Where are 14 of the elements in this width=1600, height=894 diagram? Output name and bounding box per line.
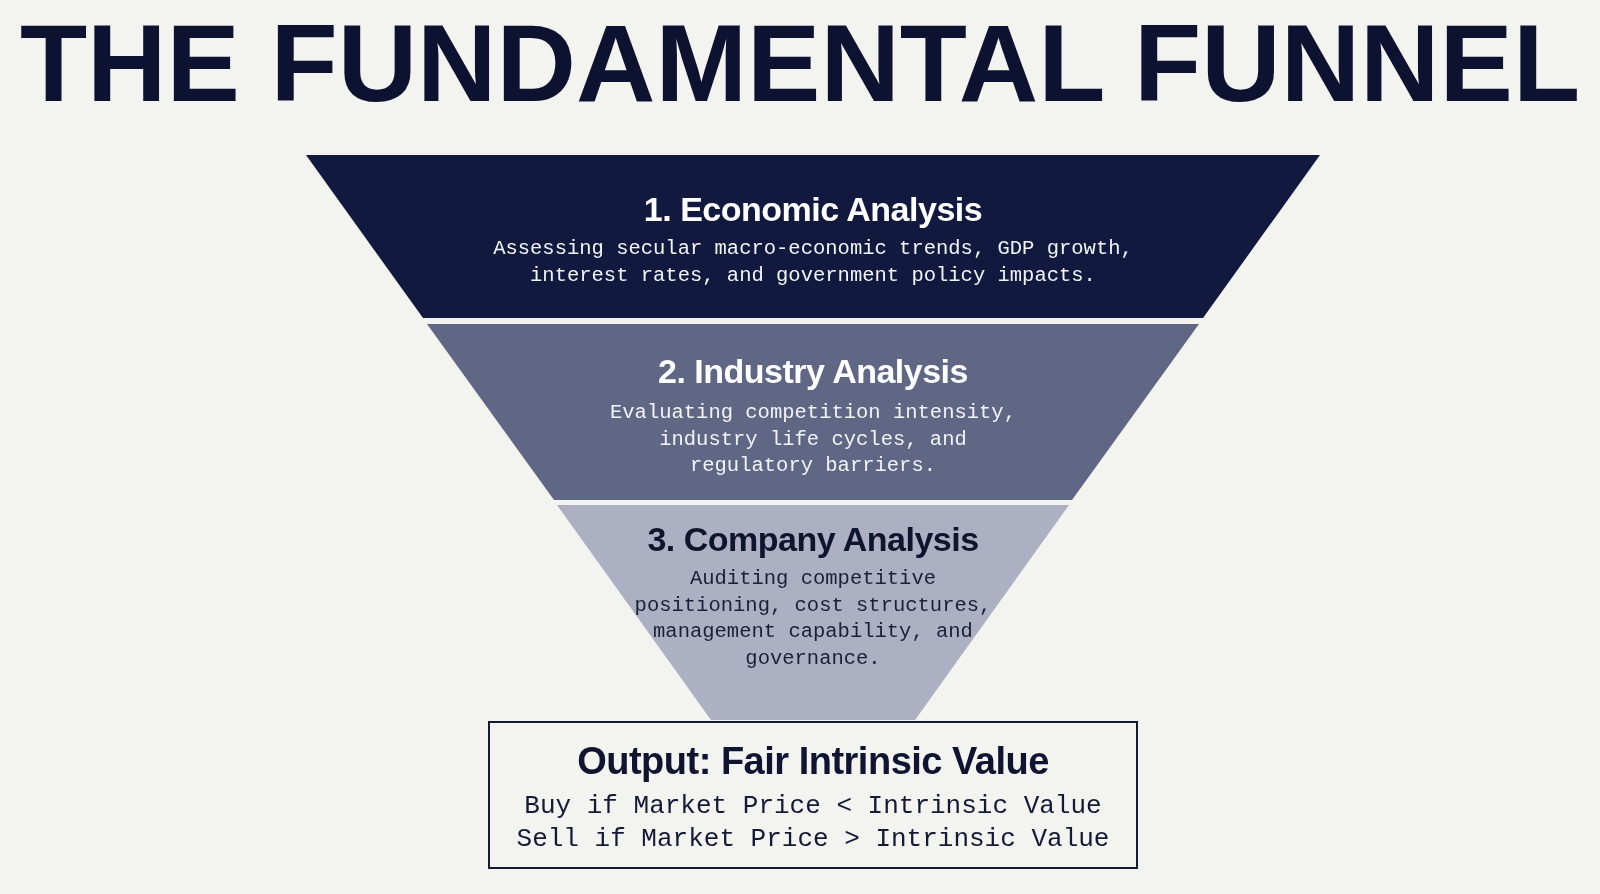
stage-heading: 1. Economic Analysis [643, 189, 983, 229]
stage-description: Evaluating competition intensity, industry life cycles, and regulatory barriers. [609, 400, 1017, 479]
stage-description: Auditing competitive positioning, cost structures, management capability, and governance. [633, 566, 993, 672]
decision-rule: Sell if Market Price > Intrinsic Value [516, 822, 1110, 856]
stage-heading: 3. Company Analysis [647, 519, 979, 559]
funnel-stage [427, 324, 1199, 500]
funnel-stage [557, 505, 1069, 720]
decision-rule: Buy if Market Price < Intrinsic Value [524, 790, 1102, 823]
output-heading: Output: Fair Intrinsic Value [577, 739, 1049, 783]
funnel-stage [306, 155, 1320, 318]
output-box [488, 721, 1138, 869]
title: THE FUNDAMENTAL FUNNEL [19, 0, 1581, 125]
stage-heading: 2. Industry Analysis [658, 351, 968, 391]
stage-description: Assessing secular macro-economic trends, GDP growth, interest rates, and government policy impacts. [492, 236, 1134, 289]
